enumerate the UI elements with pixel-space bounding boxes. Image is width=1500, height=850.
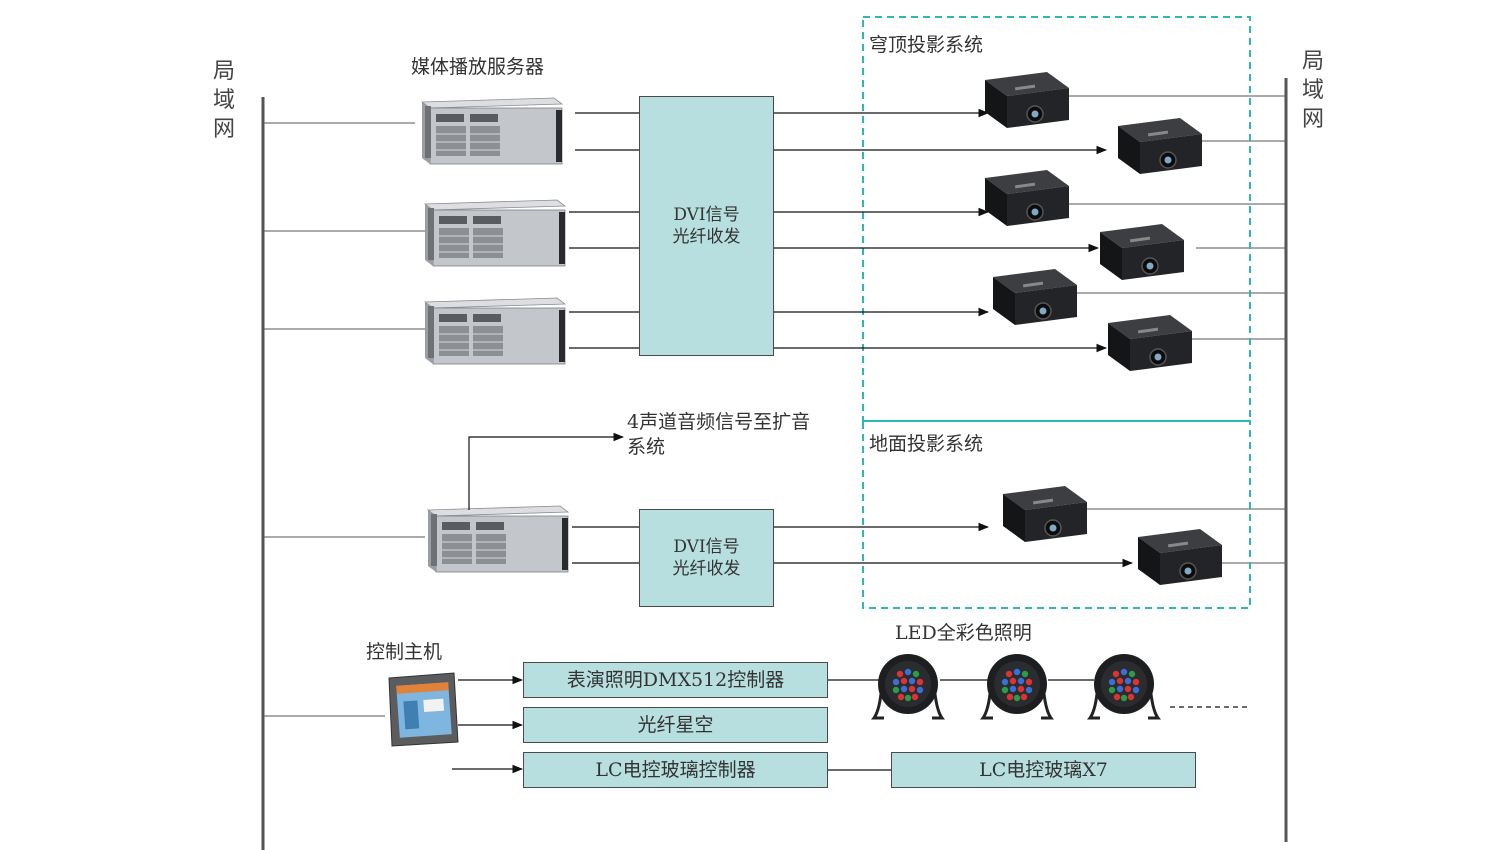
floor-system-label: 地面投影系统 [869, 433, 984, 455]
floor-projector-2 [1137, 528, 1223, 586]
lan-label-left: 局域网 [212, 59, 235, 142]
audio-signal-arrow [468, 432, 625, 510]
led-lighting-label: LED全彩色照明 [895, 622, 1032, 644]
dome-projector-6 [1107, 314, 1193, 372]
led-light-2 [981, 652, 1053, 720]
control-host-label: 控制主机 [366, 641, 443, 663]
dome-projector-3 [984, 169, 1070, 227]
lan-label-right: 局域网 [1301, 49, 1324, 132]
media-server-2 [424, 199, 566, 267]
fiber-starry-sky-box: 光纤星空 [523, 707, 828, 743]
led-light-1 [872, 652, 944, 720]
audio-label-line1: 4声道音频信号至扩音 [627, 411, 811, 433]
control-host-icon [388, 672, 459, 747]
floor-projector-1 [1002, 485, 1088, 543]
control-arrows [452, 675, 524, 774]
audio-label: 4声道音频信号至扩音 系统 [627, 410, 810, 460]
audio-label-line2: 系统 [627, 436, 666, 458]
dvi-box-1-line1: DVI信号 [673, 205, 740, 225]
dvi-fiber-transceiver-2: DVI信号 光纤收发 [639, 509, 774, 607]
dvi-box-1-line2: 光纤收发 [672, 227, 741, 247]
dome-projector-4 [1099, 223, 1185, 281]
lan-stubs-left [263, 122, 425, 717]
dmx512-controller-box: 表演照明DMX512控制器 [523, 662, 828, 698]
dome-projector-1 [984, 71, 1070, 129]
dvi-fiber-transceiver-1: DVI信号 光纤收发 [639, 96, 774, 356]
lc-glass-controller-box: LC电控玻璃控制器 [523, 752, 828, 788]
floor-projection-region [862, 420, 1251, 609]
dome-projector-5 [992, 268, 1078, 326]
server-to-dvi-lines [569, 112, 640, 564]
dome-projector-2 [1117, 117, 1203, 175]
led-light-3 [1088, 652, 1160, 720]
dvi-to-projector-arrows [774, 108, 1134, 568]
dvi-box-2-line2: 光纤收发 [672, 559, 741, 579]
dome-system-label: 穹顶投影系统 [869, 34, 984, 56]
led-chain-lines [828, 679, 1094, 771]
media-server-3 [424, 297, 566, 365]
dvi-box-2-line1: DVI信号 [673, 537, 740, 557]
media-server-label: 媒体播放服务器 [411, 56, 545, 78]
media-server-4 [427, 505, 569, 573]
media-server-1 [421, 97, 563, 165]
lc-glass-x7-box: LC电控玻璃X7 [891, 752, 1196, 788]
